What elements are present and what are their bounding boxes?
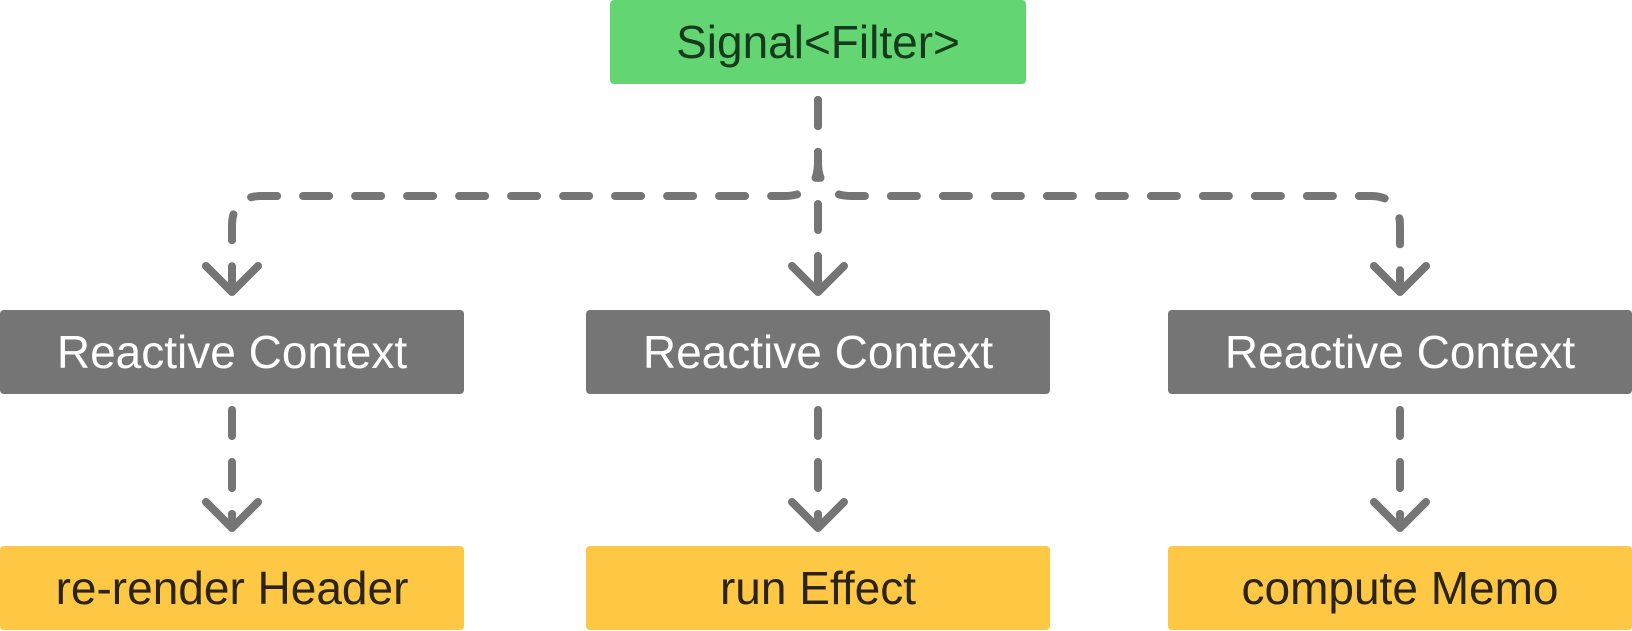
reactive-context-label: Reactive Context [1224, 326, 1576, 378]
action-node-compute-memo: compute Memo [1168, 546, 1632, 630]
arrowhead-context-3 [1370, 262, 1430, 296]
arrowhead-action-3 [1370, 498, 1430, 532]
reactive-context-node-1: Reactive Context [0, 310, 464, 394]
edge-signal-to-context-1 [228, 96, 822, 286]
reactive-context-node-2: Reactive Context [586, 310, 1050, 394]
action-label: re-render Header [55, 562, 409, 614]
action-label: compute Memo [1241, 562, 1559, 614]
arrowhead-action-2 [788, 498, 848, 532]
action-node-run-effect: run Effect [586, 546, 1050, 630]
reactive-context-label: Reactive Context [642, 326, 994, 378]
arrowhead-context-2 [788, 262, 848, 296]
arrowhead-context-1 [202, 262, 262, 296]
arrowhead-action-1 [202, 498, 262, 532]
edge-signal-to-context-3 [814, 96, 1404, 286]
signal-node: Signal<Filter> [610, 0, 1026, 84]
reactive-context-node-3: Reactive Context [1168, 310, 1632, 394]
reactive-context-label: Reactive Context [56, 326, 408, 378]
action-label: run Effect [719, 562, 917, 614]
signal-node-label: Signal<Filter> [676, 16, 960, 68]
action-node-rerender-header: re-render Header [0, 546, 464, 630]
